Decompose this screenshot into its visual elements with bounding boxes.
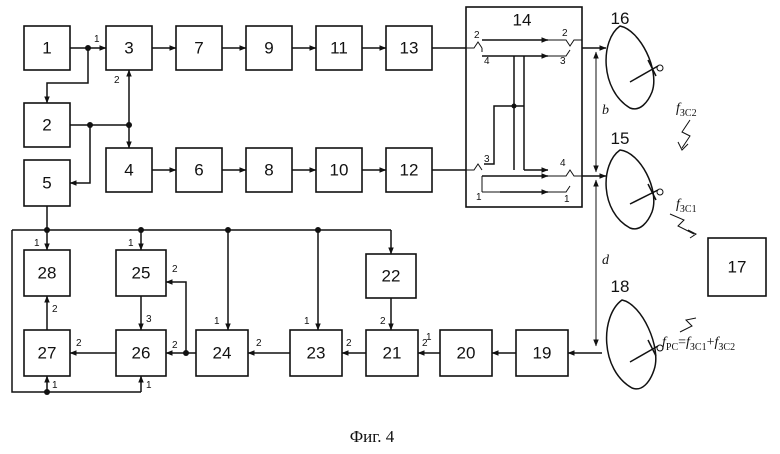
svg-text:4: 4: [484, 56, 490, 67]
svg-text:fЗС2: fЗС2: [676, 101, 697, 119]
svg-text:5: 5: [42, 174, 51, 193]
svg-text:12: 12: [400, 161, 419, 180]
block-20: 20: [440, 330, 492, 376]
block-22: 22: [366, 254, 416, 298]
svg-text:2: 2: [172, 340, 178, 351]
block-8: 8: [246, 148, 292, 192]
svg-text:2: 2: [42, 116, 51, 135]
svg-text:2: 2: [474, 30, 480, 41]
block-3: 3: [106, 26, 152, 70]
block-23: 23: [290, 330, 342, 376]
block-6: 6: [176, 148, 222, 192]
svg-text:3: 3: [560, 56, 566, 67]
svg-text:2: 2: [256, 338, 262, 349]
block-26: 26: [116, 330, 166, 376]
block-10: 10: [316, 148, 362, 192]
svg-text:1: 1: [52, 380, 58, 391]
block-27: 27: [24, 330, 70, 376]
svg-text:21: 21: [383, 344, 402, 363]
figure-caption: Фиг. 4: [350, 427, 395, 446]
svg-text:4: 4: [124, 161, 133, 180]
block-21: 21: [366, 330, 418, 376]
block-11: 11: [316, 26, 362, 70]
svg-text:19: 19: [533, 344, 552, 363]
svg-text:1: 1: [476, 192, 482, 203]
svg-text:1: 1: [42, 39, 51, 58]
svg-text:24: 24: [213, 344, 232, 363]
antenna-18: 18: [607, 277, 663, 389]
svg-text:7: 7: [194, 39, 203, 58]
svg-text:11: 11: [330, 39, 348, 58]
svg-text:8: 8: [264, 161, 273, 180]
svg-text:3: 3: [124, 39, 133, 58]
svg-text:27: 27: [38, 344, 57, 363]
svg-text:2: 2: [562, 28, 568, 39]
svg-text:2: 2: [52, 304, 58, 315]
block-13: 13: [386, 26, 432, 70]
block-25: 25: [116, 250, 166, 296]
svg-text:1: 1: [94, 34, 100, 45]
svg-text:9: 9: [264, 39, 273, 58]
svg-text:28: 28: [38, 264, 57, 283]
block-9: 9: [246, 26, 292, 70]
svg-text:16: 16: [611, 9, 630, 28]
block-1: 1: [24, 26, 70, 70]
block-7: 7: [176, 26, 222, 70]
svg-text:1: 1: [34, 238, 40, 249]
block-24: 24: [196, 330, 248, 376]
signal-labels: fЗС2 fЗС1 fPC=fЗС1+fЗС2: [662, 101, 735, 353]
svg-text:2: 2: [76, 338, 82, 349]
svg-text:1: 1: [564, 194, 570, 205]
svg-text:15: 15: [611, 129, 630, 148]
svg-text:22: 22: [382, 267, 401, 286]
svg-text:1: 1: [426, 332, 432, 343]
svg-text:25: 25: [132, 264, 151, 283]
svg-text:18: 18: [611, 277, 630, 296]
block-14-label: 14: [513, 11, 532, 30]
svg-text:10: 10: [330, 161, 349, 180]
svg-text:20: 20: [457, 344, 476, 363]
svg-text:4: 4: [560, 158, 566, 169]
svg-text:6: 6: [194, 161, 203, 180]
block-4: 4: [106, 148, 152, 192]
svg-text:2: 2: [380, 316, 386, 327]
svg-text:17: 17: [728, 258, 747, 277]
svg-text:1: 1: [146, 380, 152, 391]
label-b: b: [602, 103, 609, 118]
svg-text:1: 1: [304, 316, 310, 327]
svg-text:fPC=fЗС1+fЗС2: fPC=fЗС1+fЗС2: [662, 335, 735, 353]
block-2: 2: [24, 103, 70, 147]
svg-text:2: 2: [114, 75, 120, 86]
svg-text:13: 13: [400, 39, 419, 58]
antenna-16: 16: [606, 9, 663, 109]
block-5: 5: [24, 160, 70, 206]
svg-text:1: 1: [128, 238, 134, 249]
svg-text:23: 23: [307, 344, 326, 363]
block-17: 17: [708, 238, 766, 296]
block-12: 12: [386, 148, 432, 192]
svg-text:3: 3: [484, 154, 490, 165]
svg-text:26: 26: [132, 344, 151, 363]
label-d: d: [602, 253, 610, 268]
svg-text:3: 3: [146, 314, 152, 325]
svg-text:1: 1: [214, 316, 220, 327]
antenna-15: 15: [606, 129, 663, 229]
block-19: 19: [516, 330, 568, 376]
svg-text:2: 2: [172, 264, 178, 275]
svg-text:2: 2: [346, 338, 352, 349]
block-28: 28: [24, 250, 70, 296]
svg-text:fЗС1: fЗС1: [676, 197, 697, 215]
